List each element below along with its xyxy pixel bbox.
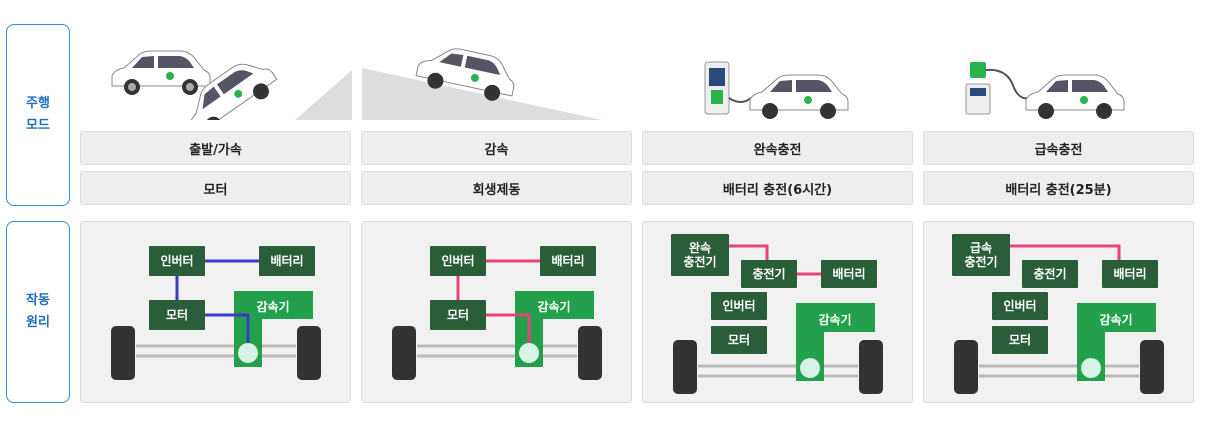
inverter-box: 인버터 [992,292,1048,320]
onboard-charger-box: 충전기 [1022,260,1078,288]
reducer-hub [519,343,539,363]
mode-cell-decel: 감속 [361,131,632,165]
wheel-left [954,340,978,394]
row-label-driving-mode: 주행 모드 [6,24,70,206]
wheel-right [578,326,602,380]
external-charger-box: 완속 충전기 [671,234,729,276]
reducer-label: 감속기 [256,300,290,314]
power-line [729,244,769,262]
reducer-label: 감속기 [818,313,852,327]
inverter-box: 인버터 [430,246,486,276]
wheel-left [392,326,416,380]
fast-charger-icon [965,62,991,115]
power-line [1010,244,1121,262]
car-icon [111,50,211,95]
reducer-hub [1081,358,1101,378]
mode-cell-fast-charge: 급속충전 [923,131,1194,165]
onboard-charger-box: 충전기 [741,260,797,288]
external-charger-box: 급속 충전기 [952,234,1010,276]
reducer-hub [800,358,820,378]
slow-charging-illustration [704,61,849,119]
car-accelerating-illustration [111,50,352,120]
hill-slope [295,70,352,120]
reducer-label: 감속기 [537,300,571,314]
row-label-operating-principle: 작동 원리 [6,221,70,403]
slow-charger-icon [704,61,730,115]
reducer-hub [238,343,258,363]
inverter-box: 인버터 [149,246,205,276]
car-descending-icon [415,48,515,101]
wheel-right [859,340,883,394]
power-cell-slow: 배터리 충전(6시간) [642,171,913,205]
car-climbing-icon [189,63,278,120]
battery-box: 배터리 [540,246,596,276]
wheel-right [297,326,321,380]
reducer-label: 감속기 [1099,313,1133,327]
power-cell-motor: 모터 [80,171,351,205]
motor-box: 모터 [711,326,767,354]
diagram-panel-fast-charge: 급속 충전기 충전기 배터리 인버터 모터 감속기 [923,221,1194,403]
wheel-right [1140,340,1164,394]
mode-cell-slow-charge: 완속충전 [642,131,913,165]
power-cell-fast: 배터리 충전(25분) [923,171,1194,205]
motor-box: 모터 [992,326,1048,354]
car-icon [749,74,849,119]
wheel-left [673,340,697,394]
diagram-panel-decel: 인버터 배터리 모터 감속기 [361,221,632,403]
fast-charging-illustration [965,62,1125,119]
diagram-panel-start-accel: 인버터 배터리 모터 감속기 [80,221,351,403]
diagram-panel-slow-charge: 완속 충전기 충전기 배터리 인버터 모터 감속기 [642,221,913,403]
motor-box: 모터 [149,300,205,330]
car-decelerating-illustration [362,48,602,120]
battery-box: 배터리 [259,246,315,276]
mode-cell-start-accel: 출발/가속 [80,131,351,165]
battery-box: 배터리 [1102,260,1158,288]
inverter-box: 인버터 [711,292,767,320]
hill-slope [362,68,602,120]
battery-box: 배터리 [821,260,877,288]
motor-box: 모터 [430,300,486,330]
wheel-left [111,326,135,380]
power-cell-regen: 회생제동 [361,171,632,205]
car-icon [1025,74,1125,119]
